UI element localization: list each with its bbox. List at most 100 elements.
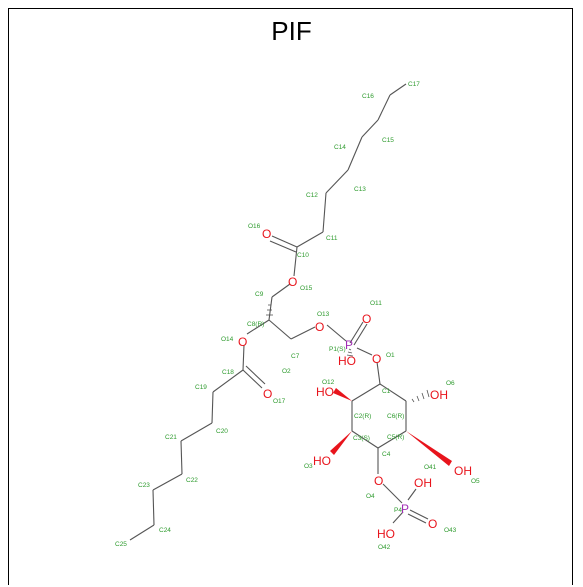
atom-label-c21: C21: [165, 434, 177, 441]
bond-c13-c12: [325, 169, 349, 194]
atom-label-o42: O42: [378, 544, 391, 551]
diagram-frame: [8, 8, 573, 585]
wedge-c3-o3: [330, 431, 352, 455]
bond-o13-p1: [326, 324, 347, 342]
group-oh-c5: OH: [454, 464, 472, 478]
atom-label-o5: O5: [471, 478, 480, 485]
wedge-c5-o5: [406, 431, 452, 466]
bond-c8-c7: [268, 319, 292, 340]
bond-o1-c1: [376, 361, 381, 385]
atom-label-p4: P4: [394, 507, 402, 514]
bond-p1-o-eq-b: [353, 323, 368, 346]
hash-c8: [266, 304, 273, 316]
diagram-title: PIF: [271, 16, 312, 46]
atom-label-c5: C5(R): [387, 434, 404, 441]
atom-label-o13: O13: [317, 311, 330, 318]
bond-o4-p4: [382, 483, 403, 504]
atom-label-c10: C10: [297, 252, 309, 259]
atom-label-c14: C14: [334, 144, 346, 151]
atom-label-c8: C8(R): [247, 321, 264, 328]
bond-o14-c18: [242, 344, 245, 371]
group-ho-p4: HO: [377, 527, 395, 541]
bond-c2-c1: [351, 383, 381, 402]
atom-label-o14: O14: [221, 336, 234, 343]
bond-p1-o1: [356, 347, 373, 356]
bond-p4-o43-a: [409, 509, 429, 520]
atom-label-o4: O4: [366, 493, 375, 500]
atom-label-c3: C3(S): [353, 435, 370, 442]
bond-c7-o13: [290, 326, 316, 340]
atom-label-c6: C6(R): [387, 413, 404, 420]
atom-label-c19: C19: [195, 384, 207, 391]
atom-label-c18: C18: [222, 369, 234, 376]
group-o-eq: O: [362, 312, 371, 326]
atom-label-c12: C12: [306, 192, 318, 199]
atom-label-c2: C2(R): [354, 413, 371, 420]
bond-c20-c21: [180, 422, 213, 442]
bond-c1-c6: [379, 383, 407, 402]
wedge-c2-o12: [333, 388, 352, 401]
bond-p1-o-eq-a: [349, 321, 364, 344]
atom-label-c22: C22: [186, 477, 198, 484]
atom-label-o16: O16: [248, 223, 261, 230]
bond-c4-c3: [351, 430, 379, 449]
atom-label-o17: O17: [273, 398, 286, 405]
atom-label-c1: C1: [382, 388, 391, 395]
group-o14: O: [238, 335, 247, 349]
atom-label-c7: C7: [291, 353, 300, 360]
group-p4: P: [401, 502, 409, 516]
group-o13: O: [315, 320, 324, 334]
bond-c8-o14: [246, 319, 270, 335]
bond-p4-o43-b: [407, 513, 427, 524]
bond-c19-c20: [211, 391, 214, 424]
hash-c6-oh: [411, 389, 430, 403]
group-ho-c3: HO: [313, 454, 331, 468]
group-oh-c6: OH: [430, 388, 448, 402]
atom-label-p1: P1(S): [329, 346, 346, 353]
group-o17: O: [263, 387, 272, 401]
atom-label-o1: O1: [386, 352, 395, 359]
bond-c5-c4: [377, 430, 407, 449]
group-oh-p4: OH: [414, 476, 432, 490]
atom-label-o11: O11: [370, 300, 382, 307]
bond-c9-c8: [268, 296, 273, 321]
atom-label-c9: C9: [255, 291, 264, 298]
atom-label-c24: C24: [159, 527, 171, 534]
atom-label-c16: C16: [362, 93, 374, 100]
group-o4: O: [374, 474, 383, 488]
atom-label-o3: O3: [304, 463, 313, 470]
group-o43: O: [428, 517, 437, 531]
bond-c18-c19: [212, 369, 244, 393]
atom-label-o6: O6: [446, 380, 455, 387]
bond-c16-c15: [377, 94, 391, 121]
atom-label-c4: C4: [382, 451, 391, 458]
bond-p4-ho: [392, 511, 404, 524]
atom-label-c15: C15: [382, 137, 394, 144]
group-p1: P: [345, 338, 353, 352]
atom-label-c13: C13: [354, 186, 366, 193]
bond-c10-o15: [293, 246, 298, 277]
atom-label-o2: O2: [282, 368, 291, 375]
bond-c12-c11: [322, 192, 327, 233]
atom-label-c20: C20: [216, 428, 228, 435]
bond-c18-o17-a: [242, 369, 263, 389]
atom-label-c25: C25: [115, 541, 127, 548]
atom-label-c11: C11: [326, 235, 338, 242]
hash-p1-ho: [346, 348, 354, 357]
bond-c23-c24: [152, 489, 155, 526]
atom-label-c23: C23: [138, 482, 150, 489]
bond-c22-c23: [152, 473, 183, 491]
atom-label-o41: O41: [424, 464, 437, 471]
atom-label-o15: O15: [300, 285, 313, 292]
group-o16: O: [262, 227, 271, 241]
group-o15: O: [288, 275, 297, 289]
atom-label-c17: C17: [408, 81, 420, 88]
bond-o15-c9: [271, 283, 291, 298]
bond-c21-c22: [180, 440, 183, 475]
atom-label-o43: O43: [444, 527, 457, 534]
bond-p4-oh: [407, 488, 417, 501]
bond-c10-o16-a: [271, 235, 298, 248]
group-o1: O: [372, 352, 381, 366]
group-ho-c2: HO: [316, 385, 334, 399]
